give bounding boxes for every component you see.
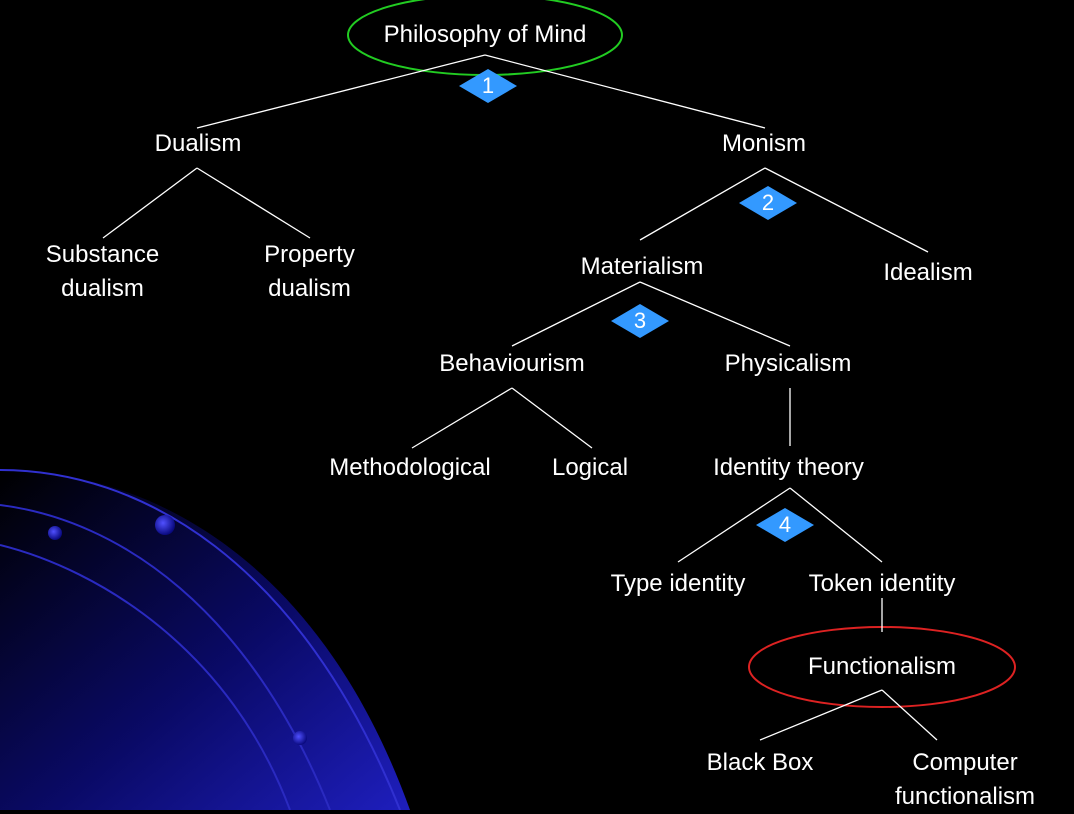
edge-functionalism-to-computer-functionalism <box>881 689 938 741</box>
edge-monism-to-idealism <box>764 167 929 253</box>
node-black-box: Black Box <box>706 749 814 776</box>
edge-behaviourism-to-logical <box>511 387 593 449</box>
node-property-dualism: Property dualism <box>264 241 355 302</box>
node-materialism: Materialism <box>580 253 704 280</box>
edge-dualism-to-substance-dualism <box>102 167 198 239</box>
edge-identity-theory-to-token-identity <box>789 487 883 563</box>
edge-monism-to-materialism <box>639 167 766 241</box>
edge-philosophy-of-mind-to-monism <box>484 54 766 129</box>
node-substance-dualism: Substance dualism <box>45 241 160 302</box>
edge-materialism-to-physicalism <box>639 281 791 347</box>
node-computer-functionalism: Computer functionalism <box>894 749 1036 810</box>
marker-4-label: 4 <box>778 512 792 537</box>
marker-1-diamond <box>459 69 517 103</box>
marker-3-diamond <box>611 304 669 338</box>
edge-identity-theory-to-type-identity <box>677 487 791 563</box>
marker-3-label: 3 <box>633 308 647 333</box>
marker-1-label: 1 <box>481 73 495 98</box>
node-functionalism: Functionalism <box>807 653 957 680</box>
node-methodological: Methodological <box>329 454 491 481</box>
marker-2-label: 2 <box>761 190 775 215</box>
node-token-identity: Token identity <box>808 570 956 597</box>
node-logical: Logical <box>551 454 629 481</box>
edge-philosophy-of-mind-to-dualism <box>196 54 486 129</box>
edge-materialism-to-behaviourism <box>511 281 641 347</box>
edge-dualism-to-property-dualism <box>196 167 311 239</box>
edge-functionalism-to-black-box <box>759 689 883 741</box>
marker-2-diamond <box>739 186 797 220</box>
node-monism: Monism <box>721 130 806 157</box>
corner-decoration <box>0 469 410 810</box>
node-identity-theory: Identity theory <box>713 454 864 481</box>
node-behaviourism: Behaviourism <box>439 350 585 377</box>
node-type-identity: Type identity <box>610 570 746 597</box>
node-physicalism: Physicalism <box>724 350 852 377</box>
node-philosophy-of-mind: Philosophy of Mind <box>383 21 587 48</box>
edge-behaviourism-to-methodological <box>411 387 513 449</box>
marker-4-diamond <box>756 508 814 542</box>
node-dualism: Dualism <box>154 130 242 157</box>
node-idealism: Idealism <box>883 259 973 286</box>
